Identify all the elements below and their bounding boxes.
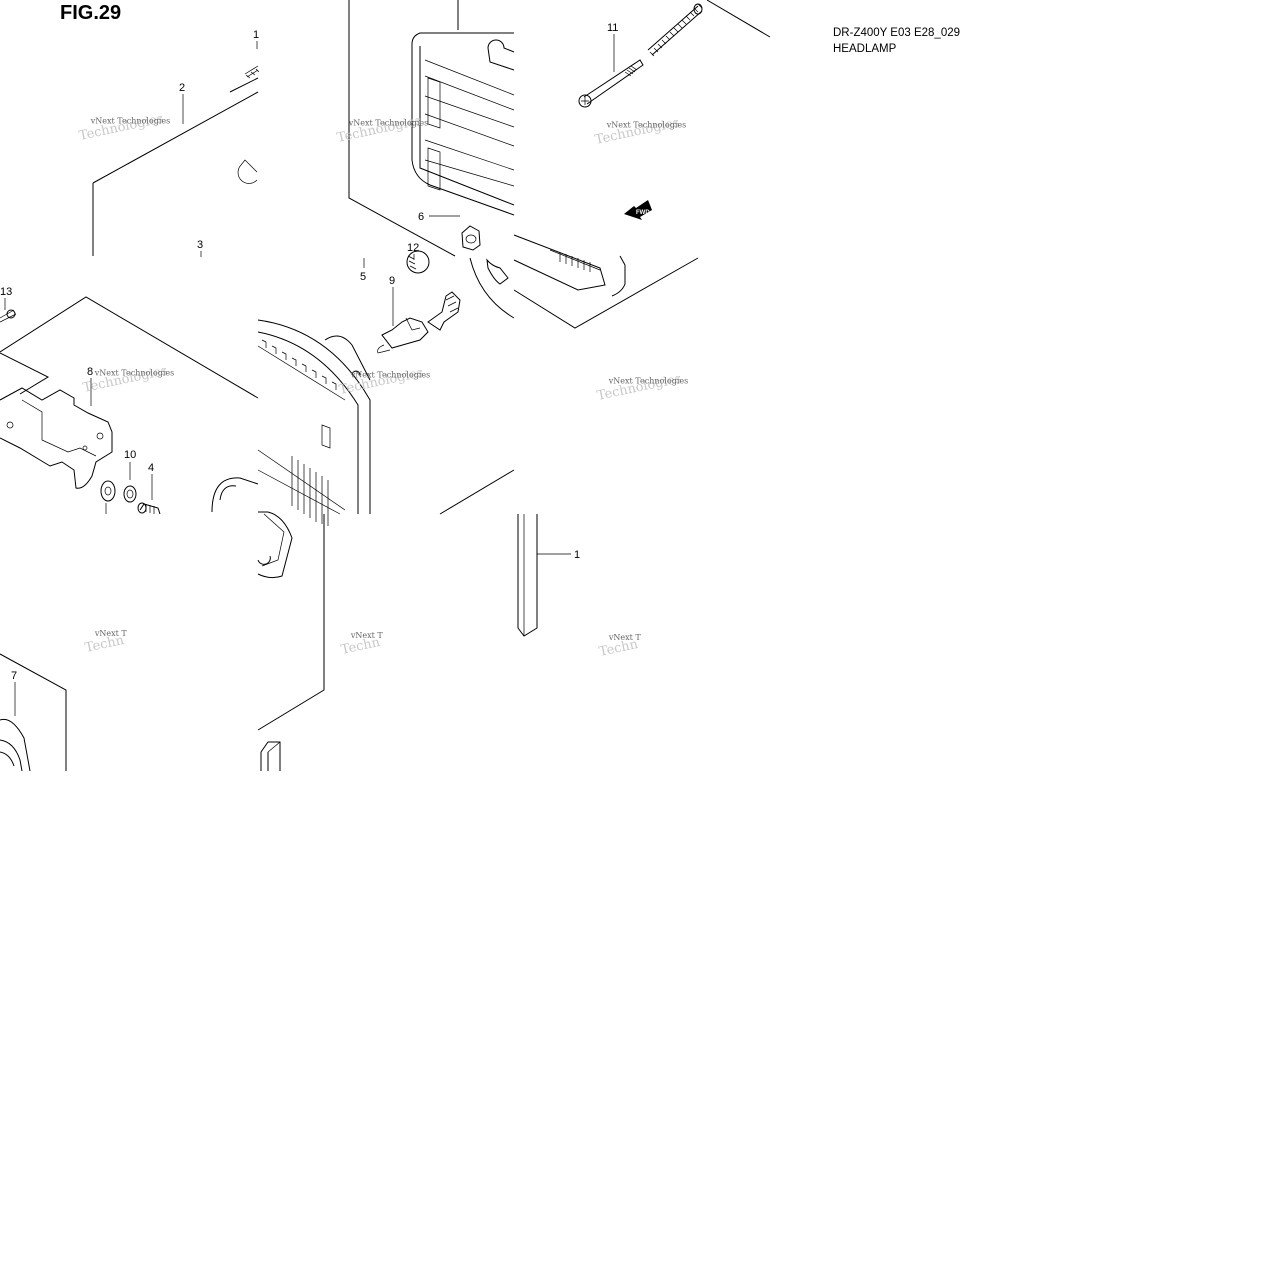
callout-10: 10 bbox=[124, 449, 136, 461]
reflector-ring bbox=[469, 257, 515, 319]
fwd-arrow: FWD bbox=[624, 200, 652, 220]
model-name: HEADLAMP bbox=[833, 43, 897, 55]
callout-1: 1 bbox=[253, 29, 259, 41]
callout-11: 11 bbox=[607, 22, 618, 34]
svg-text:vNext T: vNext T bbox=[94, 629, 128, 638]
bolt-part-11 bbox=[578, 59, 644, 108]
clip-part-12 bbox=[406, 250, 430, 274]
housing-outline bbox=[92, 77, 259, 256]
callout-5: 5 bbox=[360, 271, 366, 283]
svg-text:vNext Technologies: vNext Technologies bbox=[348, 118, 428, 127]
model-code: DR-Z400Y E03 E28_029 bbox=[833, 27, 961, 39]
svg-text:vNext Technologies: vNext Technologies bbox=[608, 376, 688, 385]
screw-part-1 bbox=[244, 65, 260, 79]
svg-text:vNext Technologies: vNext Technologies bbox=[94, 368, 174, 377]
wire-part-5 bbox=[260, 741, 281, 771]
svg-text:vNext T: vNext T bbox=[350, 631, 384, 640]
callout-2: 2 bbox=[179, 82, 185, 94]
bolt-part-13 bbox=[0, 309, 17, 323]
callout-labels: 1 2 3 13 8 10 4 7 6 12 5 9 11 1 bbox=[0, 22, 618, 682]
watermarks: Technologies vNext Technologies Technolo… bbox=[78, 111, 689, 660]
figure-title: FIG.29 bbox=[60, 2, 122, 24]
callout-7: 7 bbox=[11, 670, 17, 682]
stay-part-1 bbox=[517, 514, 538, 637]
callout-12: 12 bbox=[407, 242, 419, 254]
lens-frame-lower bbox=[513, 234, 699, 329]
spring bbox=[647, 3, 703, 57]
socket-cover bbox=[211, 477, 259, 513]
callout-1-stay: 1 bbox=[574, 549, 580, 561]
headlamp-body-upper bbox=[348, 0, 515, 257]
callout-6: 6 bbox=[418, 211, 424, 223]
socket-cover-lower bbox=[257, 511, 293, 579]
callout-3: 3 bbox=[197, 239, 203, 251]
bracket-plate bbox=[0, 296, 259, 399]
svg-text:vNext Technologies: vNext Technologies bbox=[350, 370, 430, 379]
fwd-label: FWD bbox=[636, 210, 650, 216]
svg-text:vNext T: vNext T bbox=[608, 633, 642, 642]
bracket-part-8 bbox=[0, 387, 113, 489]
screw-part-4 bbox=[137, 502, 161, 515]
svg-text:vNext Technologies: vNext Technologies bbox=[90, 116, 170, 125]
connector-part-7 bbox=[0, 653, 67, 772]
callout-13: 13 bbox=[0, 286, 12, 298]
bulb-part-9 bbox=[377, 291, 461, 354]
svg-text:vNext Technologies: vNext Technologies bbox=[606, 120, 686, 129]
callout-8: 8 bbox=[87, 366, 93, 378]
grommet-part-6 bbox=[461, 225, 481, 251]
washer bbox=[100, 480, 116, 502]
headlamp-lens-lower bbox=[257, 319, 515, 526]
nut-part-10 bbox=[123, 485, 137, 503]
callout-4: 4 bbox=[148, 462, 154, 474]
callout-9: 9 bbox=[389, 275, 395, 287]
model-info: DR-Z400Y E03 E28_029 HEADLAMP bbox=[833, 25, 960, 57]
